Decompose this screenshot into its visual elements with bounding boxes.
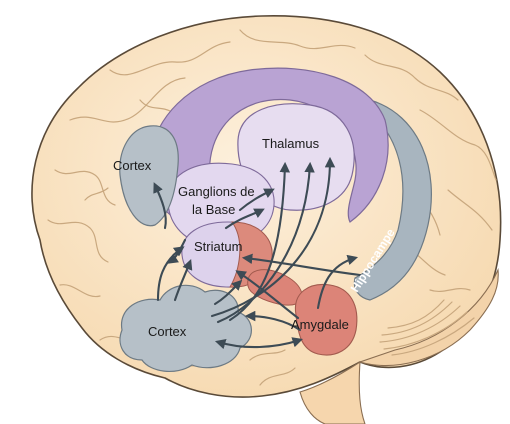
label-cortex-bottom: Cortex bbox=[148, 324, 187, 339]
label-amygdale: Amygdale bbox=[291, 317, 349, 332]
label-striatum: Striatum bbox=[194, 239, 242, 254]
label-ganglions-line2: la Base bbox=[192, 202, 235, 217]
label-cortex-top: Cortex bbox=[113, 158, 152, 173]
label-thalamus: Thalamus bbox=[262, 136, 320, 151]
label-ganglions-line1: Ganglions de bbox=[178, 184, 255, 199]
